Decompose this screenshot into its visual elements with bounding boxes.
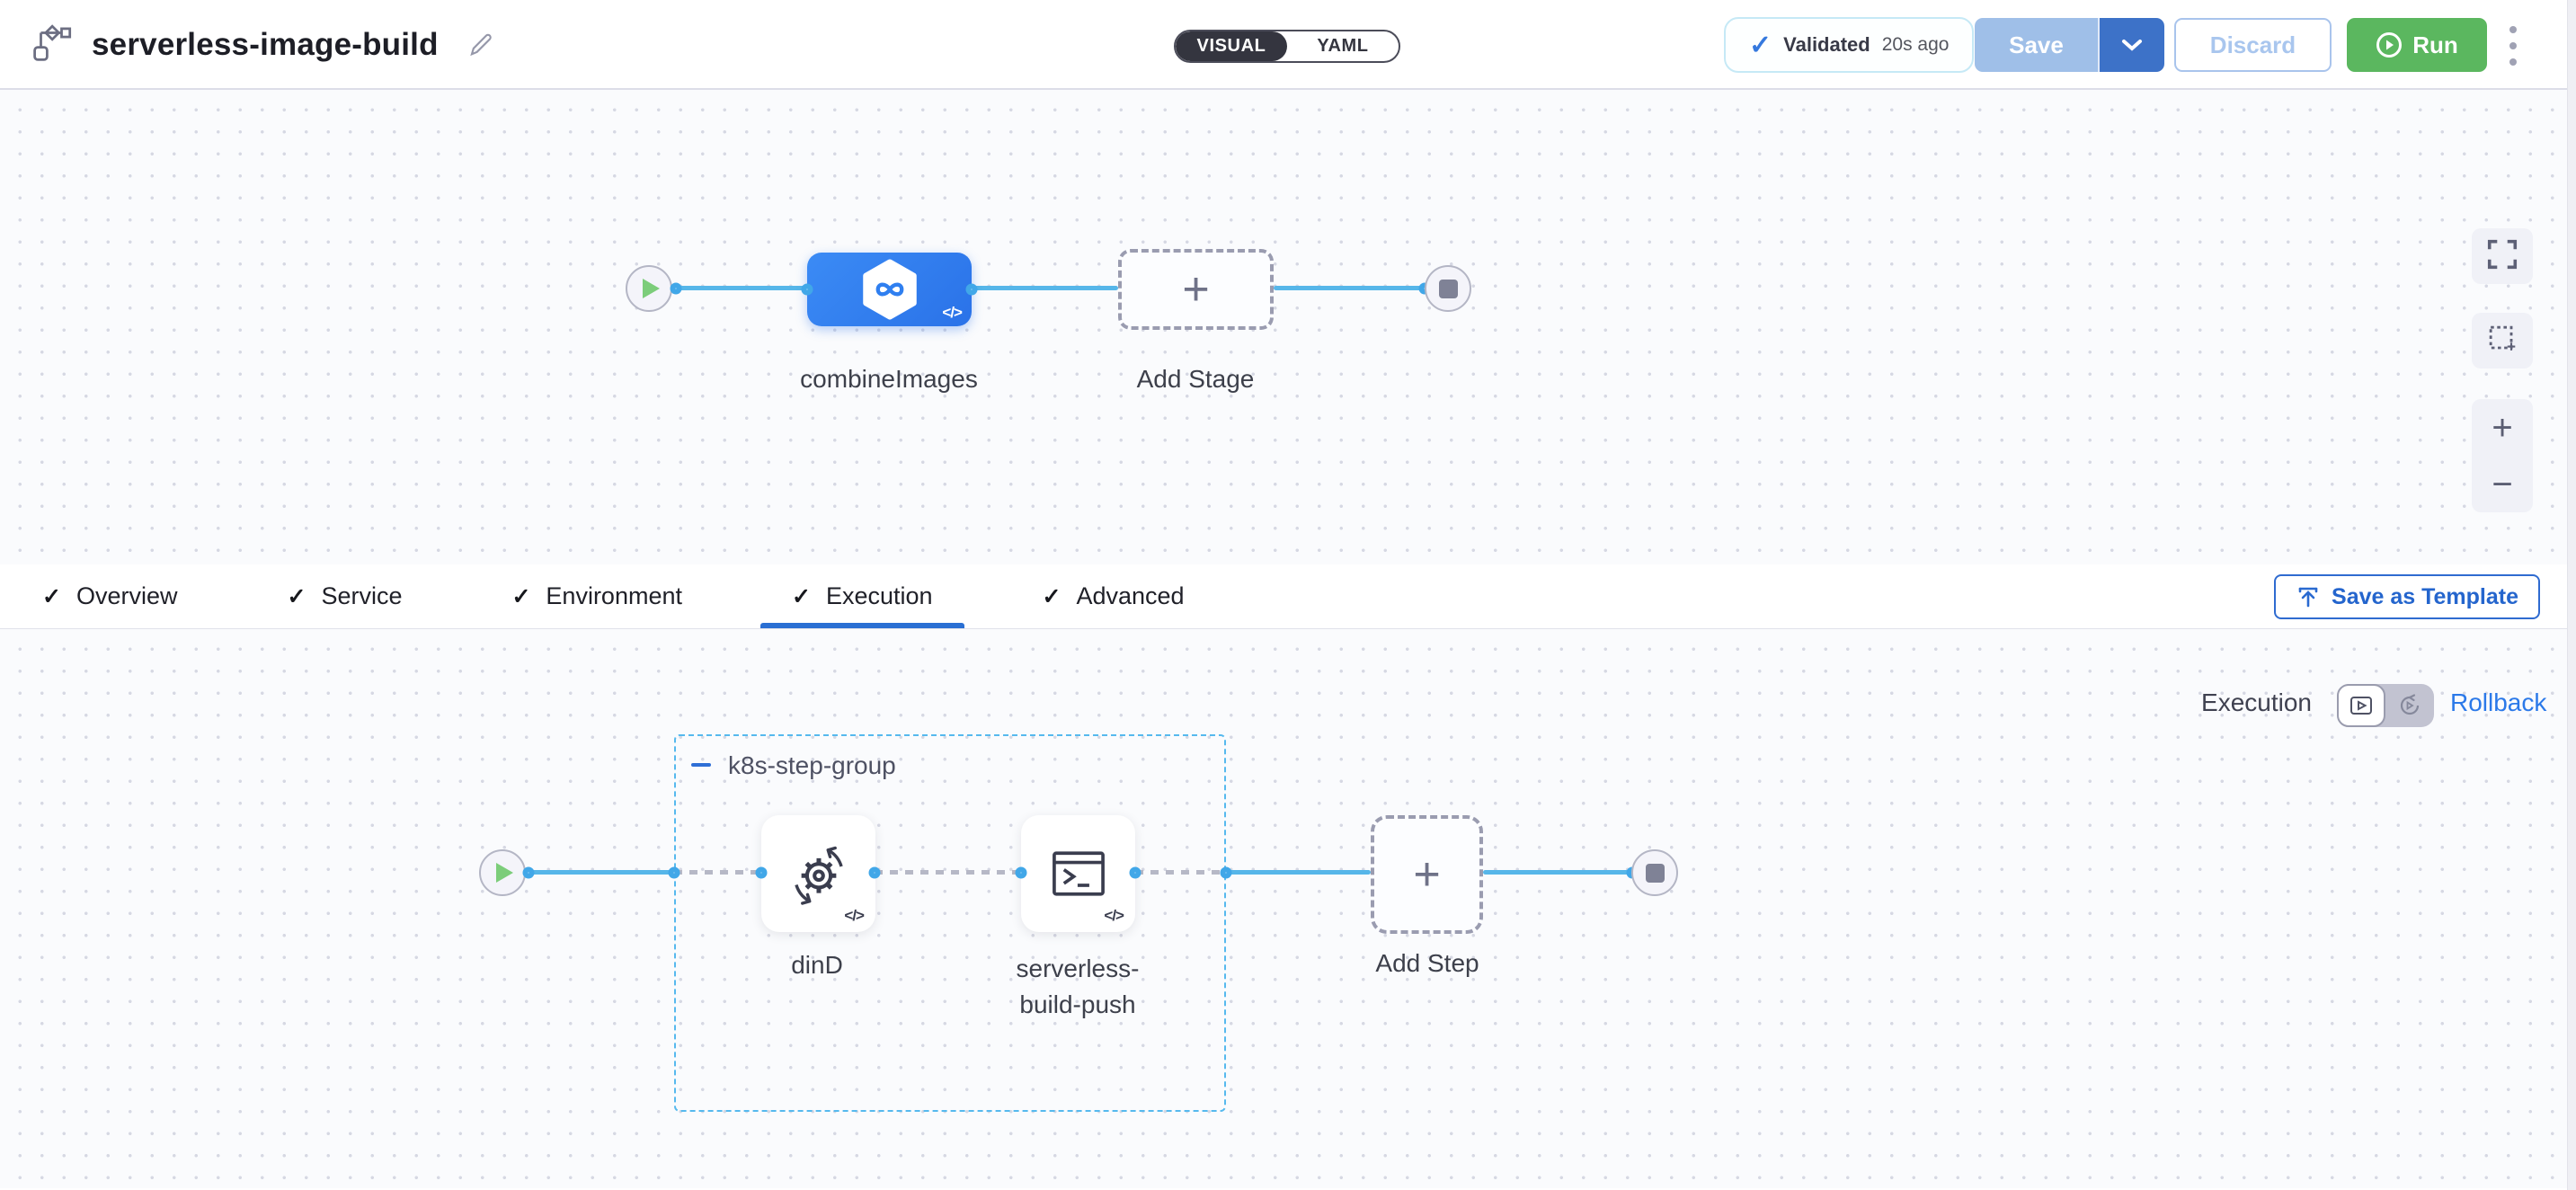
tab-service[interactable]: ✓ Service (287, 582, 403, 609)
tab-overview[interactable]: ✓ Overview (42, 582, 178, 609)
save-button[interactable]: Save (1975, 18, 2098, 72)
stage-canvas[interactable]: </> + combineImages Add Stage + − (0, 90, 2576, 564)
execution-canvas[interactable]: Execution Rollback k8s-step-group (0, 629, 2576, 1188)
port-group-out[interactable] (1220, 866, 1232, 879)
tab-environment[interactable]: ✓ Environment (511, 582, 682, 609)
zoom-in-icon[interactable]: + (2492, 407, 2513, 448)
add-stage-button[interactable]: + (1118, 249, 1274, 330)
pipeline-icon (31, 23, 72, 67)
vertical-scrollbar[interactable] (2567, 0, 2576, 1190)
tab-execution[interactable]: ✓ Execution (760, 564, 964, 628)
port-serverless-out[interactable] (1129, 866, 1141, 879)
check-icon: ✓ (1042, 583, 1061, 609)
port-group-in[interactable] (668, 866, 680, 879)
code-view-icon[interactable]: </> (844, 907, 865, 924)
port-stage-in[interactable] (801, 283, 813, 296)
canvas-fit-button[interactable] (2472, 228, 2533, 284)
add-step-button[interactable]: + (1371, 815, 1483, 934)
rollback-icon (2397, 693, 2422, 718)
code-view-icon[interactable]: </> (942, 304, 963, 321)
edit-pencil-icon[interactable] (466, 29, 494, 62)
check-icon: ✓ (287, 583, 306, 609)
edge-start-stage (676, 286, 807, 290)
code-view-icon[interactable]: </> (1104, 907, 1124, 924)
edge-group-addstep (1226, 870, 1371, 875)
step-label-serverless-build-push[interactable]: serverless-build-push (1016, 955, 1140, 1018)
docker-in-docker-gear-icon (782, 837, 856, 910)
step-node-serverless-build-push[interactable]: </> (1021, 815, 1135, 932)
marquee-select-icon (2484, 321, 2520, 361)
step-group-name[interactable]: k8s-step-group (728, 751, 896, 779)
edge-addstep-end (1483, 870, 1632, 875)
step-label-dind[interactable]: dinD (791, 951, 843, 979)
step-node-dind[interactable]: </> (761, 815, 875, 932)
port-dind-in[interactable] (755, 866, 768, 879)
zoom-out-icon[interactable]: − (2492, 464, 2513, 504)
chevron-down-icon (2120, 31, 2144, 59)
kebab-menu-icon[interactable] (2504, 26, 2522, 66)
canvas-select-button[interactable] (2472, 313, 2533, 369)
execution-rollback-toggle[interactable] (2337, 684, 2434, 727)
port-serverless-in[interactable] (1015, 866, 1027, 879)
stage-node-combineimages[interactable]: </> (807, 253, 972, 326)
add-stage-label[interactable]: Add Stage (1136, 365, 1255, 393)
pipeline-start-node (626, 265, 672, 312)
stop-square-icon (1438, 279, 1458, 298)
step-group-boundary[interactable] (674, 734, 1226, 1112)
stage-config-tabbar: ✓ Overview ✓ Service ✓ Environment ✓ Exe… (0, 564, 2576, 629)
edge-serverless-group (1135, 870, 1226, 875)
port-start-out[interactable] (670, 282, 682, 295)
port-exec-start-out[interactable] (522, 866, 535, 879)
check-icon: ✓ (511, 583, 531, 609)
execution-start-node (479, 849, 526, 896)
execution-view-label: Execution (2201, 688, 2312, 716)
save-split-button[interactable]: Save (1975, 18, 2164, 72)
edge-group-dind (674, 870, 761, 875)
run-button[interactable]: Run (2347, 18, 2487, 72)
execution-end-node (1631, 849, 1678, 896)
fit-view-icon (2484, 236, 2520, 277)
validated-check-icon: ✓ (1749, 30, 1772, 60)
validated-badge: ✓ Validated 20s ago (1724, 17, 1975, 73)
execution-view-segment[interactable] (2337, 684, 2386, 727)
toggle-yaml[interactable]: YAML (1317, 36, 1369, 56)
tab-advanced[interactable]: ✓ Advanced (1042, 582, 1185, 609)
validated-time: 20s ago (1881, 34, 1950, 55)
edge-start-group (529, 870, 674, 875)
page-title: serverless-image-build (92, 27, 439, 62)
visual-yaml-toggle[interactable]: VISUAL YAML (1174, 30, 1400, 63)
edge-stage-addstage (972, 286, 1118, 290)
plus-icon: + (1413, 848, 1441, 901)
rollback-link[interactable]: Rollback (2450, 688, 2547, 716)
add-step-label[interactable]: Add Step (1375, 949, 1479, 977)
edge-dind-serverless (875, 870, 1021, 875)
upload-template-icon (2296, 584, 2321, 609)
execution-steps-icon (2349, 693, 2374, 718)
ci-stage-hexagon-icon (859, 259, 920, 320)
pipeline-header: serverless-image-build VISUAL YAML ✓ Val… (0, 0, 2576, 90)
stop-square-icon (1645, 863, 1665, 883)
port-stage-out[interactable] (965, 283, 978, 296)
canvas-zoom-controls: + − (2472, 399, 2533, 512)
run-script-terminal-icon (1044, 839, 1114, 909)
run-play-icon (2376, 31, 2403, 58)
pipeline-end-node (1425, 265, 1471, 312)
start-play-icon (496, 863, 513, 883)
plus-icon: + (1182, 263, 1210, 315)
edge-addstage-end (1274, 286, 1425, 290)
start-play-icon (643, 279, 660, 298)
port-dind-out[interactable] (868, 866, 881, 879)
discard-button[interactable]: Discard (2174, 18, 2332, 72)
collapse-group-icon[interactable] (691, 751, 713, 778)
stage-label[interactable]: combineImages (800, 365, 978, 393)
save-as-template-button[interactable]: Save as Template (2274, 574, 2540, 619)
check-icon: ✓ (792, 583, 811, 609)
rollback-view-segment[interactable] (2385, 684, 2434, 727)
save-options-caret[interactable] (2098, 18, 2164, 72)
toggle-visual[interactable]: VISUAL (1176, 31, 1287, 61)
check-icon: ✓ (42, 583, 61, 609)
